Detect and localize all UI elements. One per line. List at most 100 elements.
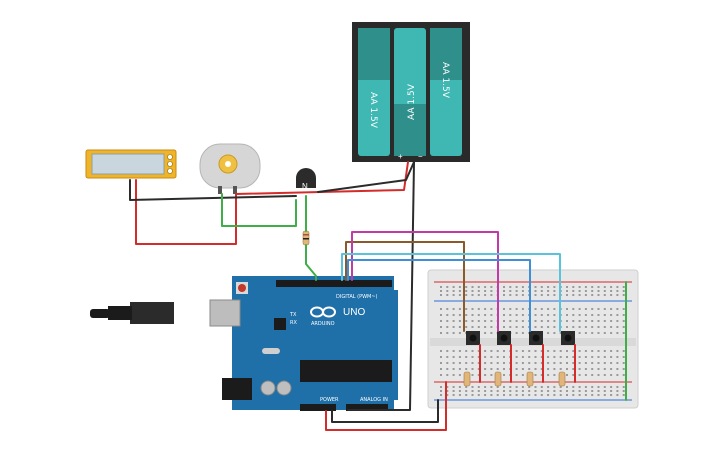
- breadboard-hole: [452, 332, 455, 334]
- breadboard-hole: [591, 326, 594, 328]
- breadboard-hole: [572, 290, 575, 292]
- push-button-1[interactable]: [466, 331, 480, 345]
- breadboard-hole: [584, 368, 587, 370]
- breadboard-hole: [553, 374, 556, 376]
- pulldown-resistor-1[interactable]: [463, 371, 471, 387]
- npn-transistor[interactable]: N: [296, 168, 316, 191]
- breadboard-hole: [610, 286, 613, 288]
- push-button-3[interactable]: [529, 331, 543, 345]
- breadboard-hole: [540, 286, 543, 288]
- breadboard-hole: [553, 314, 556, 316]
- breadboard-hole: [503, 326, 505, 328]
- push-button-2[interactable]: [497, 331, 511, 345]
- battery-cell-2: AA 1.5V: [394, 28, 426, 156]
- pulldown-resistor-3[interactable]: [526, 371, 534, 387]
- breadboard-hole: [477, 394, 480, 396]
- push-button-4[interactable]: [561, 331, 575, 345]
- breadboard-hole: [440, 368, 442, 370]
- breadboard-hole: [471, 356, 474, 358]
- breadboard-hole: [553, 390, 556, 392]
- breadboard-hole: [440, 294, 442, 296]
- breadboard-hole: [471, 326, 474, 328]
- breadboard-hole: [452, 314, 455, 316]
- breadboard-hole: [610, 368, 613, 370]
- breadboard-hole: [452, 374, 455, 376]
- arduino-uno[interactable]: UNO ARDUINO DIGITAL (PWM~) ANALOG IN POW…: [90, 276, 398, 411]
- breadboard-hole: [578, 294, 581, 296]
- breadboard-hole: [465, 308, 468, 310]
- breadboard-hole: [603, 326, 606, 328]
- breadboard-hole: [547, 390, 550, 392]
- pulldown-resistor-2[interactable]: [494, 371, 502, 387]
- breadboard-hole: [597, 326, 600, 328]
- breadboard-hole: [440, 350, 442, 352]
- breadboard-hole: [465, 362, 468, 364]
- breadboard-hole: [553, 356, 556, 358]
- breadboard-hole: [490, 320, 493, 322]
- breadboard-hole: [597, 290, 600, 292]
- breadboard-hole: [616, 386, 619, 388]
- breadboard-hole: [584, 320, 587, 322]
- breadboard-hole: [521, 374, 524, 376]
- breadboard-hole: [446, 368, 449, 370]
- breadboard-hole: [477, 390, 480, 392]
- breadboard-hole: [458, 332, 461, 334]
- breadboard-hole: [540, 374, 543, 376]
- breadboard-hole: [540, 390, 543, 392]
- breadboard-hole: [553, 350, 556, 352]
- breadboard-hole: [603, 390, 606, 392]
- breadboard-hole: [610, 320, 613, 322]
- pulldown-resistor-4[interactable]: [558, 371, 566, 387]
- dc-motor[interactable]: [199, 143, 261, 194]
- breadboard-hole: [452, 326, 455, 328]
- breadboard-hole: [584, 294, 587, 296]
- breadboard-hole: [471, 374, 474, 376]
- breadboard-hole: [458, 350, 461, 352]
- breadboard-hole: [610, 356, 613, 358]
- breadboard-hole: [477, 286, 480, 288]
- breadboard-hole: [547, 332, 550, 334]
- breadboard-hole: [521, 394, 524, 396]
- battery-pack[interactable]: AA 1.5V AA 1.5V AA 1.5V + −: [352, 22, 470, 162]
- breadboard-hole: [515, 390, 518, 392]
- breadboard-hole: [509, 386, 512, 388]
- breadboard-hole: [566, 368, 568, 370]
- breadboard-hole: [559, 356, 562, 358]
- breadboard-hole: [578, 362, 581, 364]
- breadboard-hole: [616, 308, 619, 310]
- breadboard-hole: [559, 386, 562, 388]
- breadboard-hole: [547, 294, 550, 296]
- breadboard-hole: [503, 286, 505, 288]
- breadboard-hole: [566, 390, 568, 392]
- breadboard-hole: [465, 286, 468, 288]
- breadboard-hole: [458, 314, 461, 316]
- breadboard-hole: [622, 374, 625, 376]
- breadboard-hole: [458, 326, 461, 328]
- breadboard-hole: [515, 374, 518, 376]
- lcd-display[interactable]: [85, 149, 177, 179]
- breadboard-hole: [603, 362, 606, 364]
- breadboard-hole: [465, 294, 468, 296]
- wire-lcd-black: [129, 179, 297, 201]
- breadboard-hole: [458, 290, 461, 292]
- breadboard-hole: [440, 362, 442, 364]
- breadboard-hole: [496, 362, 499, 364]
- breadboard-hole: [440, 332, 442, 334]
- wire-resistor-to-pin: [305, 244, 317, 281]
- breadboard-hole: [584, 374, 587, 376]
- breadboard-hole: [578, 374, 581, 376]
- breadboard-hole: [622, 320, 625, 322]
- breadboard-hole: [465, 356, 468, 358]
- breadboard-hole: [540, 362, 543, 364]
- transistor-base-resistor[interactable]: [302, 230, 310, 246]
- breadboard-hole: [559, 390, 562, 392]
- breadboard-hole: [509, 294, 512, 296]
- breadboard-hole: [465, 320, 468, 322]
- breadboard-hole: [446, 286, 449, 288]
- breadboard-hole: [610, 386, 613, 388]
- breadboard-hole: [458, 308, 461, 310]
- breadboard-hole: [591, 386, 594, 388]
- breadboard-hole: [490, 314, 493, 316]
- breadboard-hole: [477, 386, 480, 388]
- breadboard-hole: [597, 350, 600, 352]
